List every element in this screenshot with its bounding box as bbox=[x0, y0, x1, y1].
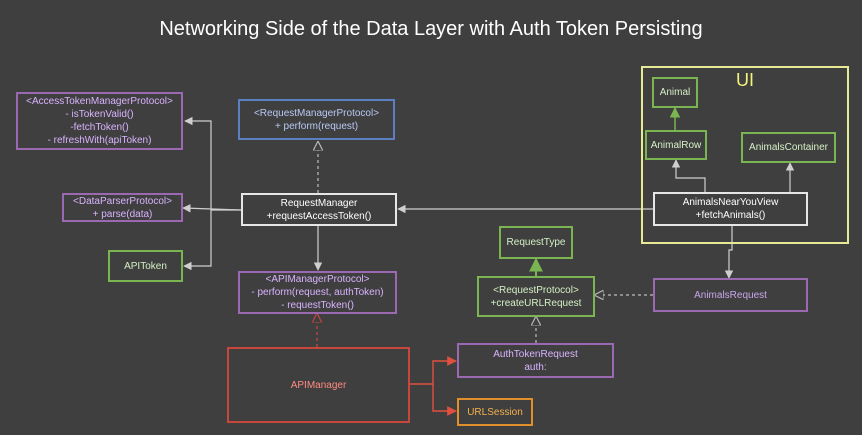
node-request-manager-protocol: <RequestManagerProtocol> + perform(reque… bbox=[238, 99, 395, 140]
node-animal-row: AnimalRow bbox=[645, 130, 707, 160]
node-animals-request: AnimalsRequest bbox=[653, 278, 808, 312]
node-request-type: RequestType bbox=[499, 226, 573, 259]
node-auth-token-request: AuthTokenRequest auth: bbox=[457, 343, 614, 378]
node-request-manager: RequestManager +requestAccessToken() bbox=[241, 193, 397, 226]
node-request-protocol: <RequestProtocol> +createURLRequest bbox=[477, 276, 595, 317]
edge-animalsview-to-animalsrequest bbox=[724, 226, 734, 279]
node-api-manager: APIManager bbox=[227, 347, 410, 423]
node-data-parser-protocol: <DataParserProtocol> + parse(data) bbox=[62, 193, 183, 222]
node-api-token: APIToken bbox=[108, 250, 183, 282]
ui-group-frame bbox=[641, 66, 849, 244]
node-url-session: URLSession bbox=[457, 398, 533, 426]
edge-apimanager-to-authtoken bbox=[410, 356, 457, 385]
node-animals-container: AnimalsContainer bbox=[741, 132, 836, 163]
diagram-title: Networking Side of the Data Layer with A… bbox=[159, 18, 703, 40]
node-animals-near-you-view: AnimalsNearYouView +fetchAnimals() bbox=[653, 192, 808, 226]
node-api-manager-protocol: <APIManagerProtocol> - perform(request, … bbox=[238, 271, 397, 314]
node-access-token-manager-protocol: <AccessTokenManagerProtocol> - isTokenVa… bbox=[16, 92, 183, 150]
edge-animalsview-to-animalrow bbox=[671, 159, 706, 192]
node-animal: Animal bbox=[652, 77, 698, 108]
ui-group-label: UI bbox=[736, 70, 754, 90]
edge-apimanager-to-urlsession bbox=[432, 384, 457, 416]
edge-requestmanager-to-apitoken bbox=[183, 210, 212, 271]
edge-requestmanager-to-accesstoken bbox=[184, 116, 241, 211]
